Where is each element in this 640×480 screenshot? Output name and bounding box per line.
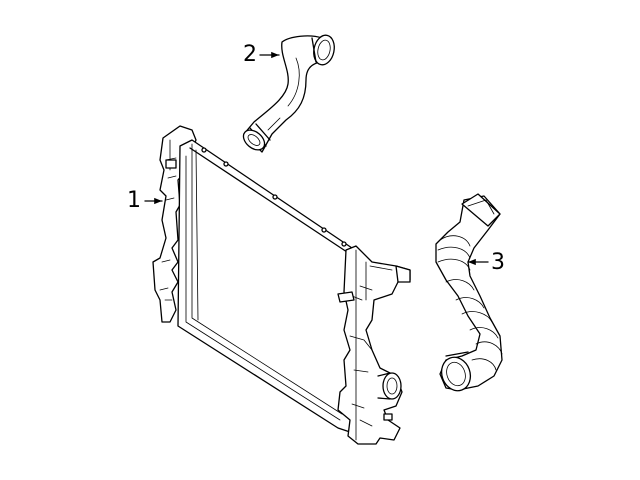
callout-3: 3 <box>491 250 505 275</box>
upper-air-hose-icon <box>242 34 335 153</box>
callout-2: 2 <box>243 42 257 67</box>
intercooler-radiator-icon <box>152 125 411 445</box>
callout-1: 1 <box>127 188 141 213</box>
lower-air-hose-icon <box>435 193 503 392</box>
